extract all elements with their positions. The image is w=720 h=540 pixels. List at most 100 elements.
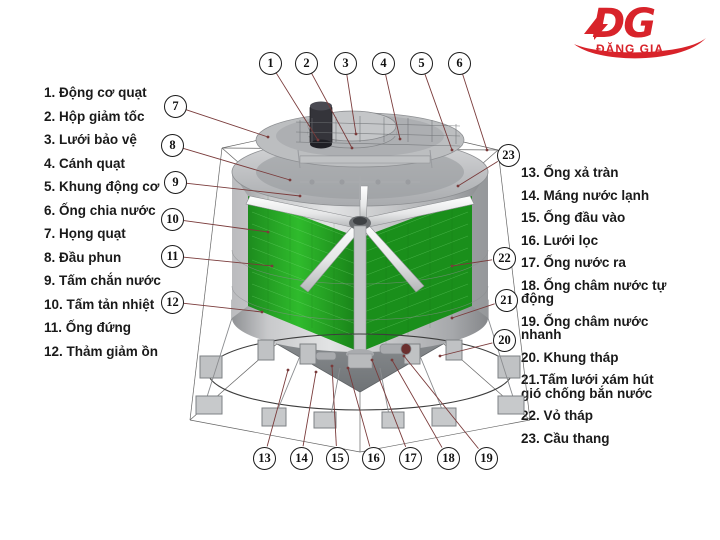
leader-line-5 xyxy=(424,74,453,151)
leader-endpoint-7 xyxy=(266,135,270,139)
legend-item-right-1: 13. Ống xả tràn xyxy=(521,165,619,180)
leader-line-8 xyxy=(183,147,291,181)
leader-line-1 xyxy=(275,72,319,141)
legend-item-right-10: 22. Vỏ tháp xyxy=(521,408,594,423)
leader-endpoint-10 xyxy=(266,230,270,234)
callout-3[interactable]: 3 xyxy=(334,52,357,75)
callout-22[interactable]: 22 xyxy=(493,247,516,270)
leader-endpoint-20 xyxy=(438,354,442,358)
leader-endpoint-15 xyxy=(330,364,334,368)
callout-18[interactable]: 18 xyxy=(437,447,460,470)
legend-item-left-6: 6. Ống chia nước xyxy=(44,202,156,218)
legend-right: 13. Ống xả tràn 14. Máng nước lạnh 15. Ống… xyxy=(521,166,711,454)
leader-line-15 xyxy=(331,365,337,447)
leader-line-11 xyxy=(183,256,273,267)
leader-endpoint-2 xyxy=(350,146,354,150)
callout-6[interactable]: 6 xyxy=(448,52,471,75)
legend-item-left-11: 11. Ống đứng xyxy=(44,320,132,335)
leader-endpoint-1 xyxy=(316,138,320,142)
leader-line-3 xyxy=(346,74,357,135)
callout-20[interactable]: 20 xyxy=(493,329,516,352)
leader-line-21 xyxy=(451,303,495,319)
logo-swoosh-icon xyxy=(574,38,706,59)
leader-line-17 xyxy=(371,359,407,447)
brand-logo: DG ĐẶNG GIA xyxy=(570,4,710,64)
legend-item-right-3: 15. Ống đầu vào xyxy=(521,210,626,225)
callout-8[interactable]: 8 xyxy=(161,134,184,157)
leader-endpoint-21 xyxy=(450,316,454,320)
leader-endpoint-4 xyxy=(398,137,402,141)
legend-item-left-7: 7. Họng quạt xyxy=(44,226,126,241)
leader-endpoint-17 xyxy=(370,358,374,362)
leader-endpoint-14 xyxy=(314,370,318,374)
callout-19[interactable]: 19 xyxy=(475,447,498,470)
leader-line-6 xyxy=(462,74,488,151)
leader-line-23 xyxy=(457,160,499,187)
logo-arrow-icon xyxy=(584,16,608,40)
leader-endpoint-22 xyxy=(450,264,454,268)
leader-line-20 xyxy=(439,342,493,357)
legend-item-left-3: 3. Lưới bảo vệ xyxy=(44,132,137,147)
callout-7[interactable]: 7 xyxy=(164,95,187,118)
callout-16[interactable]: 16 xyxy=(362,447,385,470)
leader-endpoint-13 xyxy=(286,368,290,372)
legend-item-left-5: 5. Khung động cơ xyxy=(44,179,160,194)
legend-item-right-4: 16. Lưới lọc xyxy=(521,232,599,248)
leader-endpoint-12 xyxy=(260,310,264,314)
leader-endpoint-5 xyxy=(450,148,454,152)
leader-endpoint-3 xyxy=(354,132,358,136)
leader-endpoint-19 xyxy=(402,354,406,358)
logo-company-name: ĐẶNG GIA xyxy=(596,42,664,56)
callout-9[interactable]: 9 xyxy=(164,171,187,194)
legend-item-right-7: 19. Ống châm nước nhanh xyxy=(521,313,649,342)
callout-10[interactable]: 10 xyxy=(161,208,184,231)
callout-21[interactable]: 21 xyxy=(495,289,518,312)
leader-endpoint-18 xyxy=(390,358,394,362)
leader-line-16 xyxy=(347,367,371,447)
callout-2[interactable]: 2 xyxy=(295,52,318,75)
legend-item-right-9: 21.Tấm lưới xám hút gió chống bắn nước xyxy=(521,372,654,401)
callout-17[interactable]: 17 xyxy=(399,447,422,470)
leader-line-2 xyxy=(311,73,353,149)
leader-line-22 xyxy=(451,259,493,267)
legend-left: 1. Động cơ quạt 2. Hộp giảm tốc 3. Lưới bả… xyxy=(44,86,194,368)
legend-item-left-8: 8. Đầu phun xyxy=(44,249,122,265)
legend-item-right-11: 23. Cầu thang xyxy=(521,430,610,446)
legend-item-right-2: 14. Máng nước lạnh xyxy=(521,187,650,203)
leader-line-9 xyxy=(186,182,301,197)
callout-1[interactable]: 1 xyxy=(259,52,282,75)
legend-item-left-12: 12. Thảm giảm ồn xyxy=(44,343,159,359)
callout-4[interactable]: 4 xyxy=(372,52,395,75)
leader-endpoint-6 xyxy=(485,148,489,152)
callout-11[interactable]: 11 xyxy=(161,245,184,268)
callout-13[interactable]: 13 xyxy=(253,447,276,470)
callout-15[interactable]: 15 xyxy=(326,447,349,470)
leader-line-4 xyxy=(385,74,401,140)
leader-line-18 xyxy=(391,359,443,448)
callout-23[interactable]: 23 xyxy=(497,144,520,167)
leader-line-19 xyxy=(403,355,479,449)
logo-mark: DG xyxy=(592,1,656,47)
legend-item-right-8: 20. Khung tháp xyxy=(521,349,619,365)
callout-14[interactable]: 14 xyxy=(290,447,313,470)
callout-12[interactable]: 12 xyxy=(161,291,184,314)
callout-5[interactable]: 5 xyxy=(410,52,433,75)
leader-line-12 xyxy=(183,302,263,313)
leader-endpoint-9 xyxy=(298,194,302,198)
leader-endpoint-23 xyxy=(456,184,460,188)
legend-item-left-1: 1. Động cơ quạt xyxy=(44,85,147,100)
leader-line-7 xyxy=(186,109,269,138)
legend-item-right-5: 17. Ống nước ra xyxy=(521,255,626,270)
leader-endpoint-16 xyxy=(346,366,350,370)
leader-line-10 xyxy=(183,220,269,233)
legend-item-left-4: 4. Cánh quạt xyxy=(44,155,126,171)
legend-item-left-10: 10. Tấm tản nhiệt xyxy=(44,296,155,312)
leader-endpoint-8 xyxy=(288,178,292,182)
leader-endpoint-11 xyxy=(270,264,274,268)
leader-line-13 xyxy=(266,369,289,447)
legend-item-left-9: 9. Tấm chắn nước xyxy=(44,273,161,288)
leader-line-14 xyxy=(302,371,317,447)
legend-item-left-2: 2. Hộp giảm tốc xyxy=(44,108,145,124)
